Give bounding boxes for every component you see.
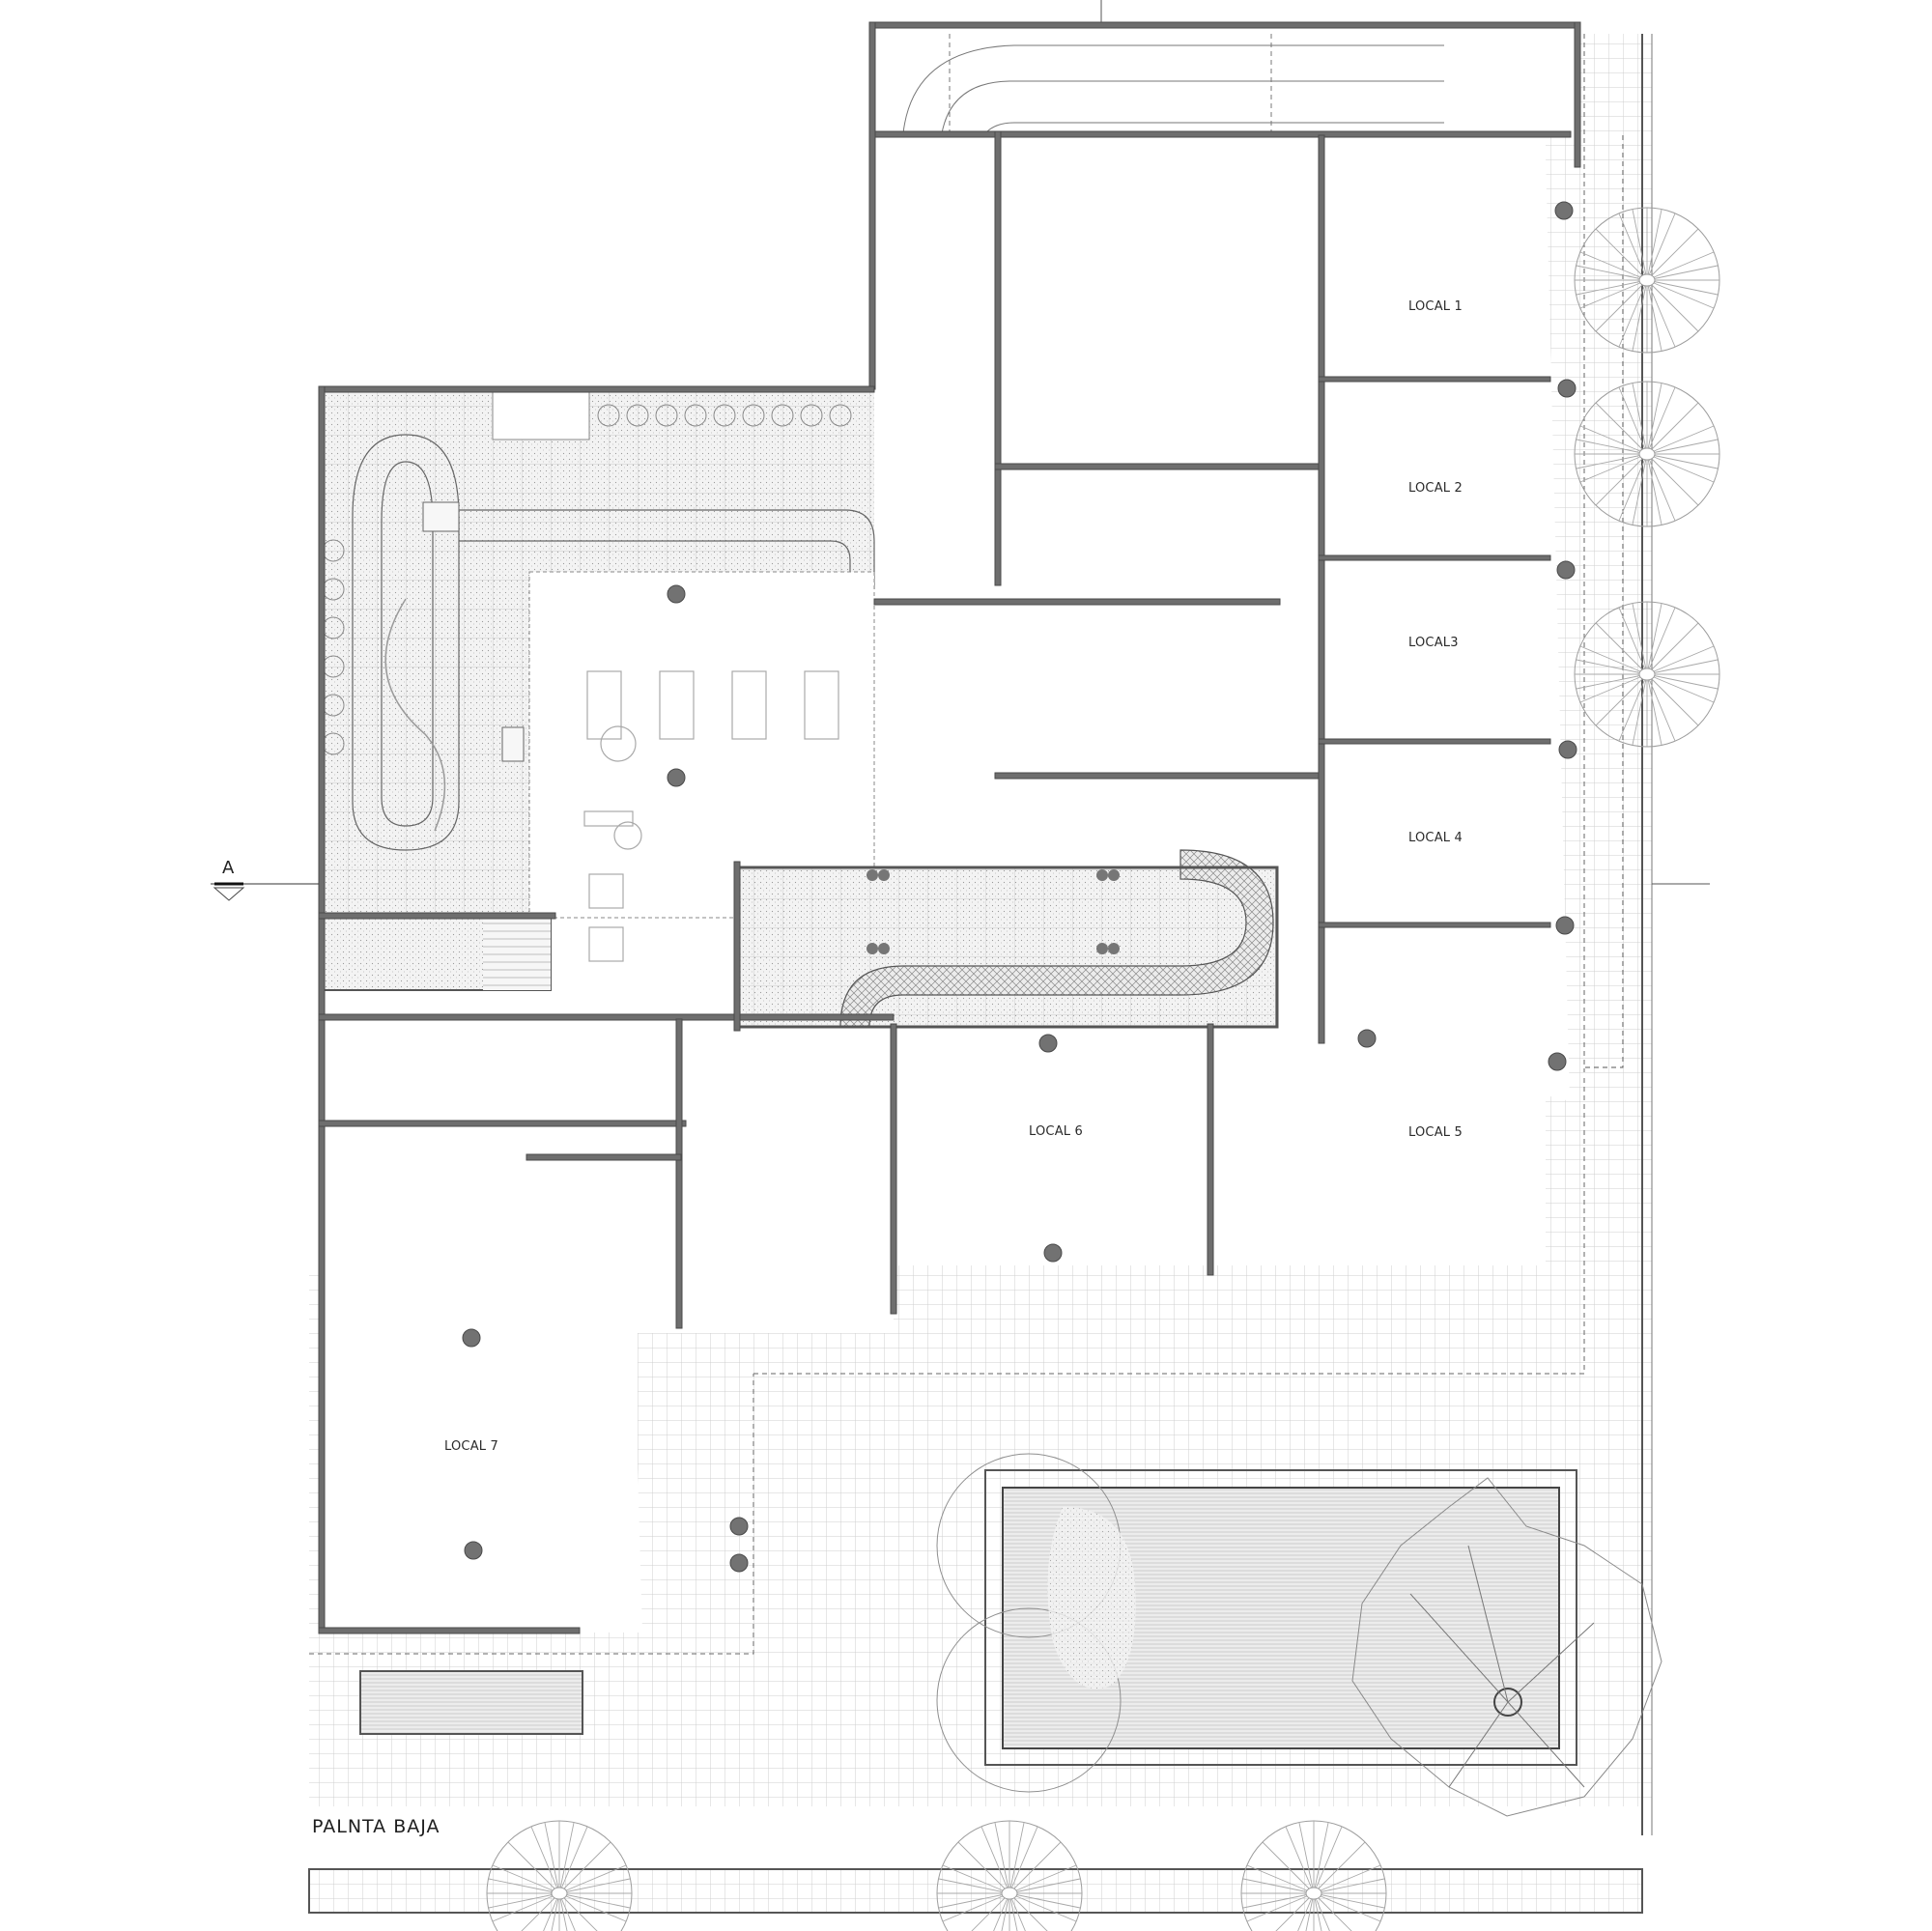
section-marker-label: A — [222, 858, 235, 878]
local-2-label: LOCAL 2 — [1408, 481, 1463, 496]
drawing-title: PALNTA BAJA — [312, 1816, 440, 1837]
section-line-a — [211, 0, 1710, 901]
local-6-label: LOCAL 6 — [1029, 1124, 1084, 1139]
local-3-label: LOCAL3 — [1408, 636, 1459, 650]
lounge-furniture — [583, 670, 839, 962]
garden-courtyard — [322, 390, 875, 991]
walls — [318, 21, 1581, 1634]
central-corridor — [734, 849, 1279, 1029]
local-1-label: LOCAL 1 — [1408, 299, 1463, 314]
local-4-label: LOCAL 4 — [1408, 831, 1463, 845]
pool — [936, 1453, 1662, 1817]
local-7-label: LOCAL 7 — [444, 1439, 499, 1454]
planter — [359, 1670, 583, 1735]
local-5-label: LOCAL 5 — [1408, 1125, 1463, 1140]
